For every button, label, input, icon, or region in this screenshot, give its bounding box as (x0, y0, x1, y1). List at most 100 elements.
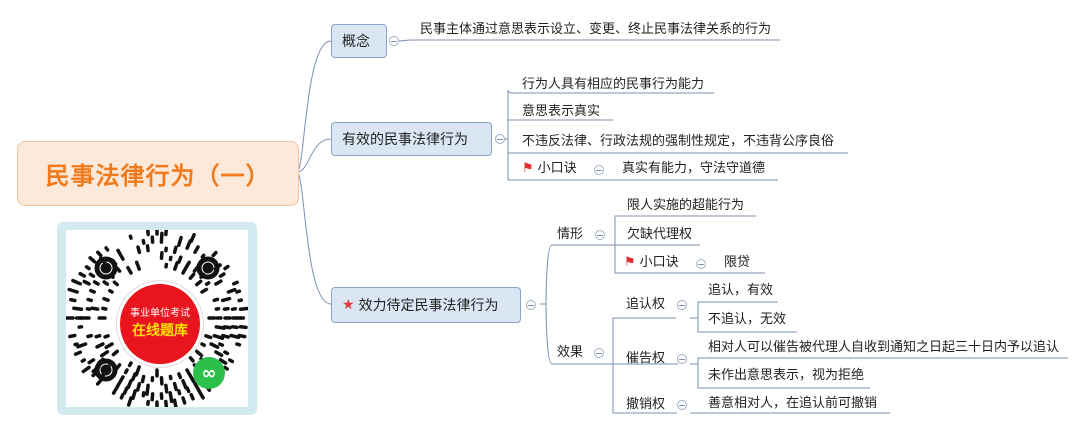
qr-dash (72, 306, 84, 311)
qr-dash (172, 398, 178, 410)
qr-dash (134, 260, 141, 271)
qr-dash (227, 358, 235, 364)
qr-dash (214, 279, 223, 286)
qr-dash (164, 399, 169, 410)
qr-dash (78, 271, 87, 278)
qr-dash (188, 356, 195, 363)
valid-tip-text: 真实有能力，守法守道德 (622, 161, 766, 176)
collapse-icon[interactable] (696, 259, 706, 269)
qr-dash (69, 297, 77, 303)
situation-tip-text: 限贷 (724, 255, 751, 270)
qr-dash (131, 372, 137, 382)
collapse-icon[interactable] (594, 348, 604, 358)
qr-dash (99, 350, 110, 358)
qr-dash (104, 246, 110, 252)
qr-dash (88, 272, 96, 278)
qr-dash (195, 349, 204, 358)
star-icon: ★ (342, 297, 355, 313)
qr-dash (164, 226, 169, 237)
qr-badge-line2: 在线题库 (132, 323, 188, 339)
valid-item-capacity: 行为人具有相应的民事行为能力 (522, 77, 705, 92)
qr-dash (181, 396, 187, 405)
effect-urge[interactable]: 催告权 (626, 351, 666, 366)
qr-dash (145, 244, 150, 253)
qr-dash (235, 289, 242, 294)
qr-dash (140, 374, 146, 384)
qr-dash (211, 250, 218, 258)
qr-dash (168, 391, 174, 404)
qr-dash (95, 342, 105, 349)
qr-dash (238, 325, 248, 330)
revoke-item: 善意相对人，在追认前可撤销 (708, 396, 878, 411)
qr-dash (103, 334, 110, 339)
effect-revoke[interactable]: 撤销权 (626, 397, 666, 412)
mini-program-icon: ∞ (193, 357, 225, 389)
qr-dash (102, 280, 110, 286)
collapse-icon[interactable] (526, 300, 536, 310)
qr-dash (123, 368, 129, 375)
valid-item-lawful: 不违反法律、行政法规的强制性规定，不违背公序良俗 (522, 134, 835, 149)
subtopic-effects[interactable]: 效果 (557, 345, 584, 360)
qr-dash (238, 306, 250, 311)
collapse-icon[interactable] (389, 36, 399, 46)
root-topic[interactable]: 民事法律行为（一） (17, 141, 299, 206)
qr-dash (127, 361, 133, 368)
qr-dash (136, 245, 142, 255)
qr-dash (119, 392, 125, 400)
subtopic-situations[interactable]: 情形 (557, 227, 584, 242)
qr-dash (220, 333, 230, 339)
collapse-icon[interactable] (677, 354, 687, 364)
qr-dash (204, 334, 213, 340)
qr-dash (101, 306, 108, 311)
qr-dash (131, 389, 137, 401)
collapse-icon[interactable] (495, 134, 505, 144)
ratify-item-yes: 追认，有效 (708, 283, 774, 298)
qr-dash (82, 279, 91, 286)
collapse-icon[interactable] (677, 300, 687, 310)
qr-dash (185, 386, 191, 394)
qr-dash (218, 272, 226, 278)
collapse-icon[interactable] (594, 165, 604, 175)
qr-dash (220, 296, 232, 303)
topic-valid-legal-act[interactable]: 有效的民事法律行为 (331, 122, 492, 156)
qr-dash (209, 342, 220, 349)
situation-item-no-authority: 欠缺代理权 (627, 227, 693, 242)
qr-dash (68, 333, 77, 339)
collapse-icon[interactable] (595, 230, 605, 240)
qr-dash (86, 333, 94, 339)
qr-dash (177, 372, 183, 380)
ratify-item-no: 不追认，无效 (708, 312, 787, 327)
qr-dash (95, 378, 103, 386)
qr-dash (173, 261, 179, 271)
qr-logo-badge: 事业单位考试 在线题库 (117, 281, 203, 367)
qr-dash (87, 358, 96, 365)
qr-dash (237, 333, 247, 339)
qr-dash (84, 265, 91, 271)
qr-finder-dot (202, 262, 214, 274)
qr-dash (164, 383, 169, 394)
effect-ratify[interactable]: 追认权 (626, 297, 666, 312)
qr-dash (71, 278, 83, 286)
topic-pending-label: 效力待定民事法律行为 (358, 298, 499, 314)
topic-concept[interactable]: 概念 (331, 24, 387, 58)
qr-dash (86, 297, 94, 303)
tip-label: 小口诀 (537, 161, 577, 176)
qr-dash (223, 264, 230, 271)
qr-finder-eye (94, 256, 118, 280)
qr-dash (141, 238, 146, 245)
qr-dash (126, 396, 133, 407)
qr-dash (145, 383, 150, 396)
qr-dash (177, 235, 183, 247)
qr-dash (89, 288, 96, 294)
qr-dash (200, 287, 209, 294)
qr-dash (200, 253, 206, 259)
topic-pending-legal-act[interactable]: ★效力待定民事法律行为 (331, 287, 521, 323)
qr-dash (223, 365, 229, 371)
qr-dash (188, 272, 196, 280)
qr-dash (218, 358, 228, 365)
collapse-icon[interactable] (677, 400, 687, 410)
qr-dash (111, 388, 117, 395)
qr-dash (195, 279, 203, 287)
qr-dash (212, 297, 220, 303)
qr-dash (91, 372, 97, 378)
